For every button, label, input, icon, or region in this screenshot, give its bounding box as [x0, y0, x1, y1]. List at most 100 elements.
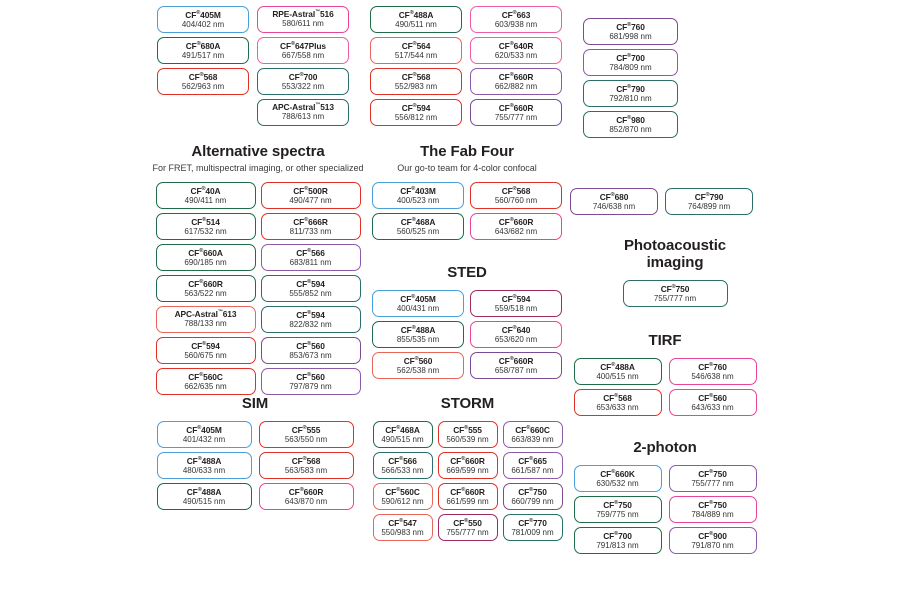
registered-icon: ® — [412, 103, 417, 109]
dye-name: CF®594 — [401, 102, 431, 113]
registered-icon: ® — [412, 41, 417, 47]
dye-name: CF®770 — [518, 517, 547, 528]
dye-wavelengths: 791/870 nm — [691, 540, 734, 550]
dye-name: APC-Astral™513 — [272, 102, 334, 112]
registered-icon: ® — [614, 499, 619, 506]
dye-name: CF®405M — [400, 293, 436, 304]
dye-wavelengths: 746/638 nm — [592, 202, 636, 212]
dye-name: CF®500R — [293, 185, 328, 196]
registered-icon: ® — [307, 371, 312, 378]
registered-icon: ® — [399, 455, 404, 462]
dye-name: CF®647Plus — [280, 40, 326, 51]
dye-name: CF®680 — [599, 191, 629, 202]
dye-wavelengths: 643/633 nm — [691, 402, 734, 412]
dye-name: CF®594 — [296, 278, 325, 289]
dye-wavelengths: 755/777 nm — [446, 527, 489, 537]
dye-wavelengths: 553/322 nm — [281, 82, 325, 92]
dye-wavelengths: 490/511 nm — [395, 20, 437, 30]
dye-name: CF®640 — [501, 324, 531, 335]
